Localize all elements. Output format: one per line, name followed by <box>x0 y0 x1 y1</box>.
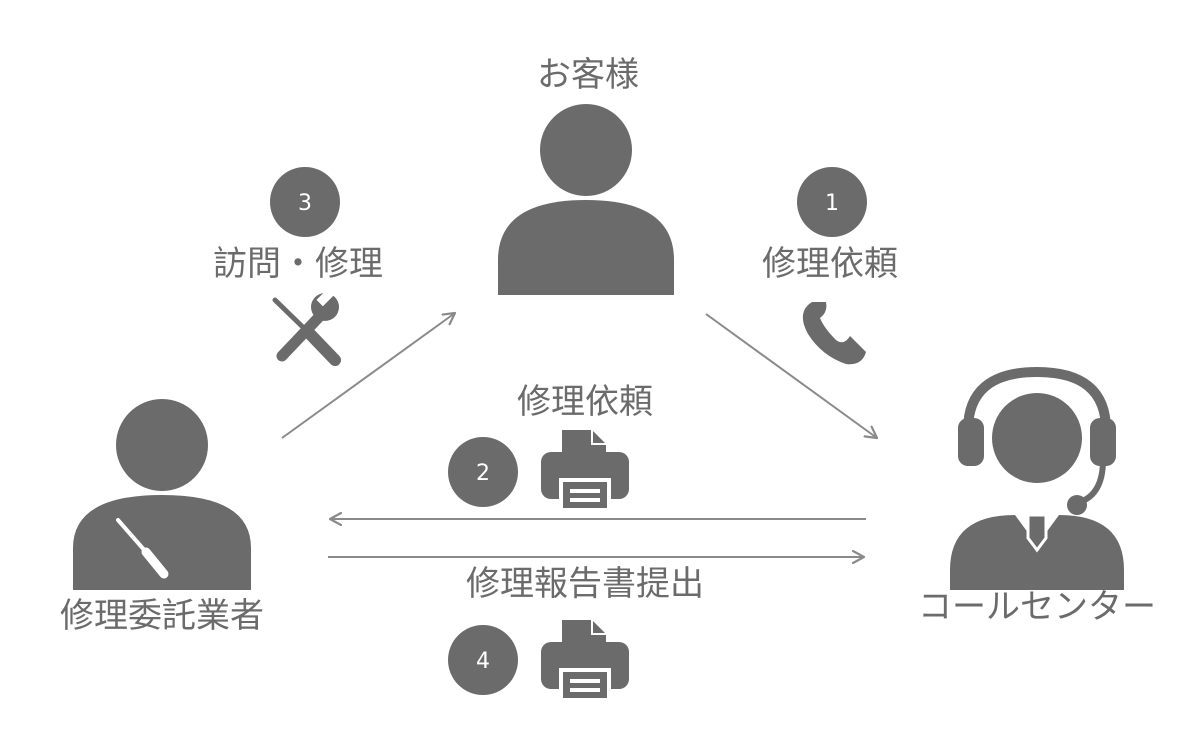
step-4-badge: 4 <box>448 625 518 695</box>
fax-icon <box>541 620 629 700</box>
step-1-label: 修理依頼 <box>762 244 898 284</box>
step-2-badge: 2 <box>448 437 518 507</box>
arrow-customer-to-callcenter <box>705 313 877 438</box>
step-3-badge: 3 <box>270 167 340 237</box>
step-2-label: 修理依頼 <box>517 382 653 422</box>
fax-icon <box>541 430 629 510</box>
phone-icon <box>802 302 866 365</box>
arrow-contractor-to-customer <box>281 313 455 439</box>
call-center-label: コールセンター <box>918 587 1156 627</box>
step-1-badge: 1 <box>797 167 867 237</box>
step-4-label: 修理報告書提出 <box>466 564 704 604</box>
step-1-number: 1 <box>825 191 839 216</box>
contractor-label: 修理委託業者 <box>60 596 264 636</box>
screwdriver-icon <box>116 518 148 554</box>
call-center-operator-icon <box>950 366 1124 590</box>
step-4-number: 4 <box>476 649 490 674</box>
contractor-person-icon <box>73 399 251 590</box>
step-3-label: 訪問・修理 <box>213 244 383 284</box>
customer-person-icon <box>498 104 674 295</box>
step-2-number: 2 <box>476 461 490 486</box>
necktie-icon <box>1026 513 1048 553</box>
customer-label: お客様 <box>537 55 639 95</box>
step-3-number: 3 <box>298 191 312 216</box>
tools-icon <box>272 289 341 366</box>
